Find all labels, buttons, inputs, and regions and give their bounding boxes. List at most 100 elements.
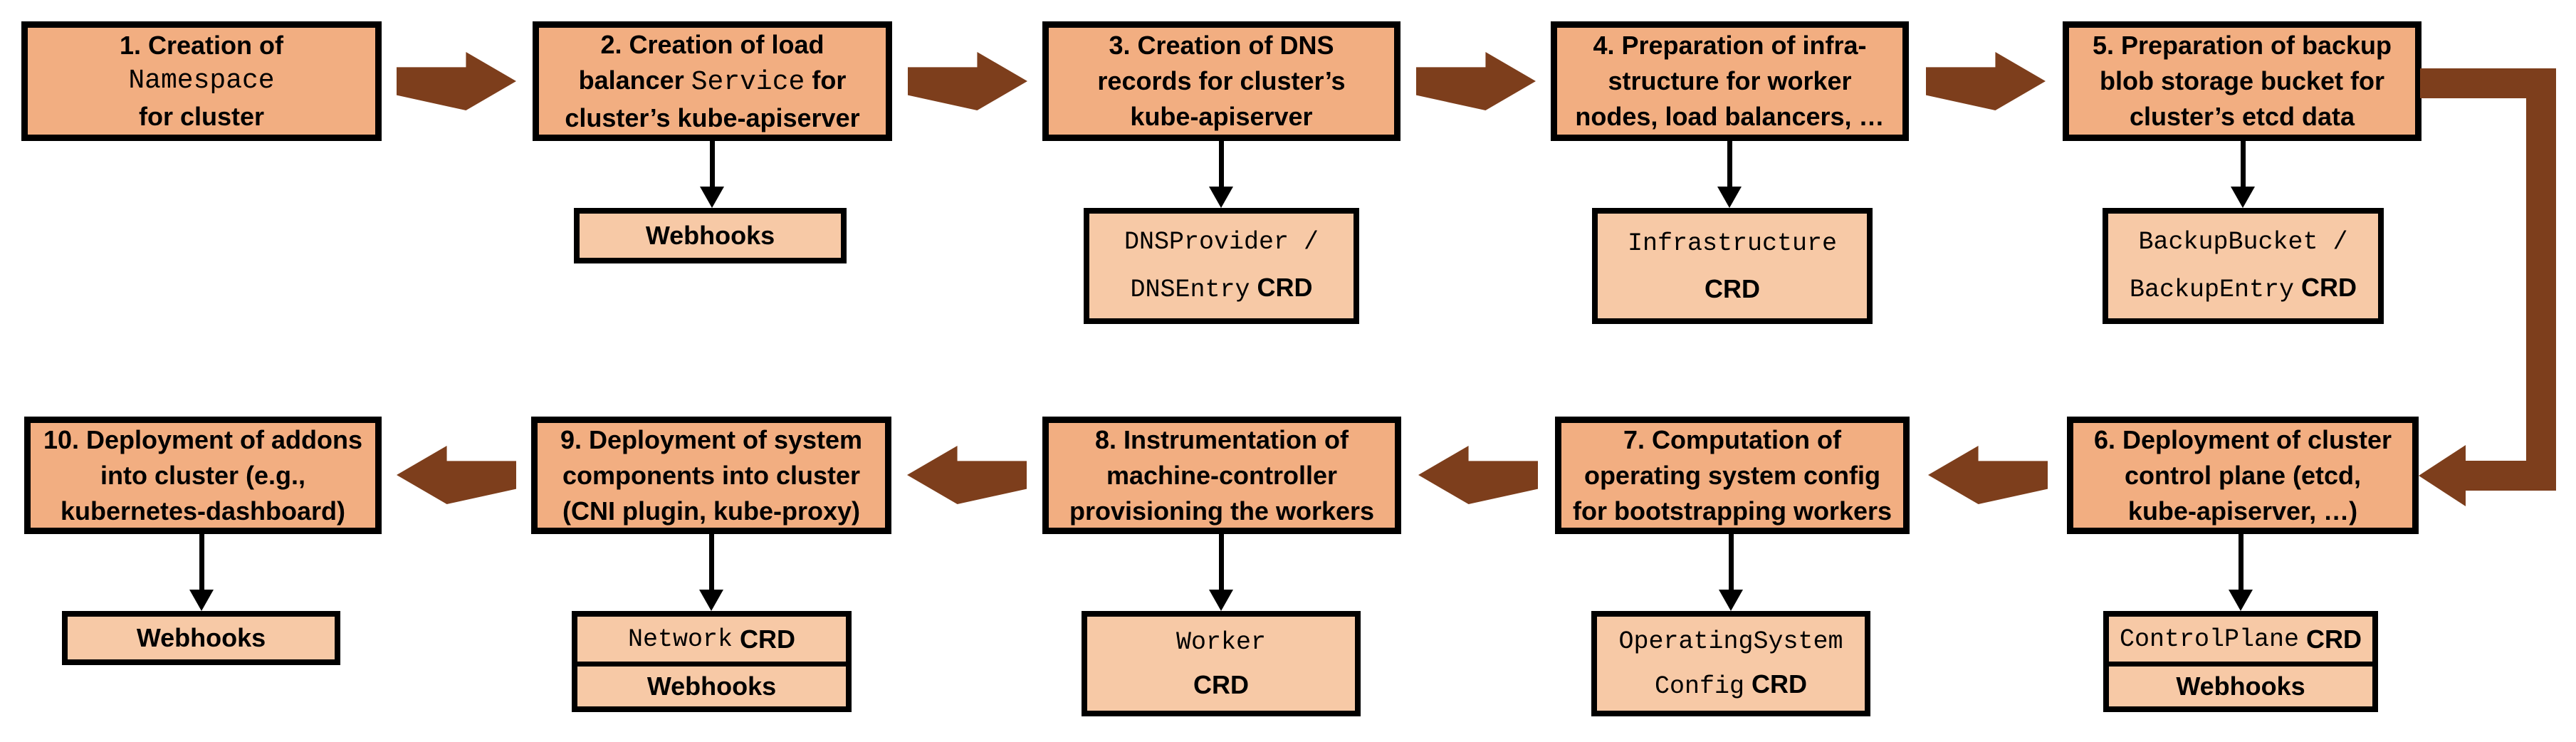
step-6-line-3: kube-apiserver, …) bbox=[2127, 496, 2358, 526]
backup-crd-line-2: BackupEntry CRD bbox=[2130, 265, 2357, 313]
step-2-line-2-pre: balancer bbox=[578, 65, 691, 95]
osc-crd-line-2: Config CRD bbox=[1655, 663, 1807, 708]
elbow-arrow-5-to-6-vertical-segment-icon bbox=[2526, 68, 2556, 491]
connector-arrow-step-9-icon bbox=[699, 534, 723, 611]
worker-crd-box: Worker CRD bbox=[1082, 611, 1361, 716]
flow-arrow-2-to-3-icon bbox=[908, 52, 1027, 110]
dns-entry-code: DNSEntry bbox=[1130, 276, 1250, 304]
network-webhooks-stack: Network CRD Webhooks bbox=[572, 611, 852, 712]
dns-crd-line-1: DNSProvider / bbox=[1124, 228, 1319, 256]
step-7-box: 7. Computation of operating system confi… bbox=[1555, 417, 1910, 534]
controlplane-webhooks-stack: ControlPlane CRD Webhooks bbox=[2103, 611, 2378, 712]
step-6-box: 6. Deployment of cluster control plane (… bbox=[2067, 417, 2419, 534]
controlplane-code: ControlPlane bbox=[2119, 625, 2300, 654]
step-10-line-3: kubernetes-dashboard) bbox=[60, 496, 346, 526]
network-crd-row: Network CRD bbox=[577, 617, 846, 662]
step-6-line-1: 6. Deployment of cluster bbox=[2093, 424, 2392, 454]
webhooks-box-step-10: Webhooks bbox=[62, 611, 340, 665]
step-3-line-1: 3. Creation of DNS bbox=[1109, 31, 1334, 60]
connector-arrow-step-4-icon bbox=[1717, 141, 1742, 208]
step-7-line-3: for bootstrapping workers bbox=[1572, 496, 1892, 526]
backup-crd-line-1: BackupBucket / bbox=[2138, 228, 2348, 256]
osc-crd-suffix: CRD bbox=[1744, 669, 1808, 699]
flow-arrow-3-to-4-icon bbox=[1416, 52, 1536, 110]
backup-crd-box: BackupBucket / BackupEntry CRD bbox=[2103, 208, 2384, 324]
step-7-line-2: operating system config bbox=[1583, 460, 1881, 490]
network-crd-suffix: CRD bbox=[733, 624, 796, 654]
elbow-arrow-5-to-6-bottom-segment-icon bbox=[2466, 461, 2526, 491]
step-9-line-2: components into cluster bbox=[562, 460, 861, 490]
webhooks-label: Webhooks bbox=[136, 623, 266, 652]
step-3-line-2: records for cluster’s bbox=[1097, 66, 1346, 95]
config-code: Config bbox=[1654, 672, 1745, 701]
connector-arrow-step-10-icon bbox=[189, 534, 214, 611]
worker-crd-label: CRD bbox=[1193, 670, 1249, 699]
flow-arrow-4-to-5-icon bbox=[1926, 52, 2046, 110]
infrastructure-code: Infrastructure bbox=[1627, 229, 1838, 258]
connector-arrow-step-7-icon bbox=[1719, 534, 1743, 611]
flow-arrow-7-to-8-icon bbox=[1418, 446, 1538, 504]
step-2-code: Service bbox=[691, 66, 805, 98]
controlplane-crd-row: ControlPlane CRD bbox=[2109, 617, 2372, 662]
step-9-line-1: 9. Deployment of system bbox=[560, 424, 863, 454]
flow-arrow-9-to-10-icon bbox=[397, 446, 516, 504]
step-6-line-2: control plane (etcd, bbox=[2124, 460, 2362, 490]
step-2-box: 2. Creation of load balancer Service for… bbox=[533, 21, 892, 141]
connector-arrow-step-6-icon bbox=[2229, 534, 2253, 611]
step-8-box: 8. Instrumentation of machine-controller… bbox=[1042, 417, 1401, 534]
step-10-line-1: 10. Deployment of addons bbox=[43, 424, 363, 454]
network-webhooks-row: Webhooks bbox=[577, 662, 846, 706]
step-9-box: 9. Deployment of system components into … bbox=[531, 417, 891, 534]
infrastructure-crd-box: Infrastructure CRD bbox=[1592, 208, 1873, 324]
dns-crd-box: DNSProvider / DNSEntry CRD bbox=[1084, 208, 1359, 324]
dns-crd-suffix: CRD bbox=[1250, 273, 1313, 302]
webhooks-label: Webhooks bbox=[645, 221, 775, 250]
step-8-line-3: provisioning the workers bbox=[1069, 496, 1375, 526]
step-10-line-2: into cluster (e.g., bbox=[100, 460, 306, 490]
dns-crd-line-2: DNSEntry CRD bbox=[1130, 265, 1312, 313]
step-1-line-1: 1. Creation of bbox=[119, 31, 284, 60]
backup-crd-suffix: CRD bbox=[2294, 273, 2357, 302]
operatingsystemconfig-crd-box: OperatingSystem Config CRD bbox=[1591, 611, 1870, 716]
connector-arrow-step-2-icon bbox=[700, 141, 724, 208]
backup-entry-code: BackupEntry bbox=[2129, 276, 2295, 304]
step-2-line-1: 2. Creation of load bbox=[600, 29, 824, 59]
connector-arrow-step-3-icon bbox=[1209, 141, 1233, 208]
step-8-line-2: machine-controller bbox=[1106, 460, 1338, 490]
flow-arrow-6-to-7-icon bbox=[1928, 446, 2048, 504]
webhooks-box-step-2: Webhooks bbox=[574, 208, 847, 263]
connector-arrow-step-8-icon bbox=[1209, 534, 1233, 611]
step-4-line-1: 4. Preparation of infra- bbox=[1593, 31, 1867, 60]
step-1-code: Namespace bbox=[128, 66, 275, 96]
network-code: Network bbox=[627, 625, 733, 654]
worker-code: Worker bbox=[1176, 628, 1267, 657]
connector-arrow-step-5-icon bbox=[2231, 141, 2255, 208]
step-8-line-1: 8. Instrumentation of bbox=[1094, 424, 1349, 454]
step-4-box: 4. Preparation of infra- structure for w… bbox=[1551, 21, 1909, 141]
elbow-arrowhead-icon bbox=[2419, 445, 2466, 506]
webhooks-label: Webhooks bbox=[646, 672, 777, 701]
step-2-line-2: balancer Service for bbox=[579, 63, 847, 100]
step-1-line-3: for cluster bbox=[138, 102, 265, 131]
flow-arrow-8-to-9-icon bbox=[907, 446, 1027, 504]
step-3-box: 3. Creation of DNS records for cluster’s… bbox=[1042, 21, 1400, 141]
step-7-line-1: 7. Computation of bbox=[1623, 424, 1841, 454]
step-4-line-3: nodes, load balancers, … bbox=[1575, 102, 1885, 131]
webhooks-label: Webhooks bbox=[2176, 672, 2305, 701]
step-1-box: 1. Creation of Namespace for cluster bbox=[21, 21, 382, 141]
step-10-box: 10. Deployment of addons into cluster (e… bbox=[24, 417, 382, 534]
step-2-line-3: cluster’s kube-apiserver bbox=[565, 103, 860, 132]
step-4-line-2: structure for worker bbox=[1608, 66, 1852, 95]
step-5-line-1: 5. Preparation of backup bbox=[2092, 31, 2392, 60]
step-2-line-2-post: for bbox=[805, 65, 847, 95]
step-5-box: 5. Preparation of backup blob storage bu… bbox=[2063, 21, 2421, 141]
step-5-line-2: blob storage bucket for bbox=[2099, 66, 2385, 95]
step-5-line-3: cluster’s etcd data bbox=[2129, 102, 2355, 131]
controlplane-crd-suffix: CRD bbox=[2299, 624, 2362, 654]
infrastructure-crd-label: CRD bbox=[1705, 273, 1760, 303]
controlplane-webhooks-row: Webhooks bbox=[2109, 662, 2372, 706]
step-9-line-3: (CNI plugin, kube-proxy) bbox=[562, 496, 860, 526]
flow-arrow-1-to-2-icon bbox=[397, 52, 516, 110]
step-3-line-3: kube-apiserver bbox=[1130, 102, 1313, 131]
